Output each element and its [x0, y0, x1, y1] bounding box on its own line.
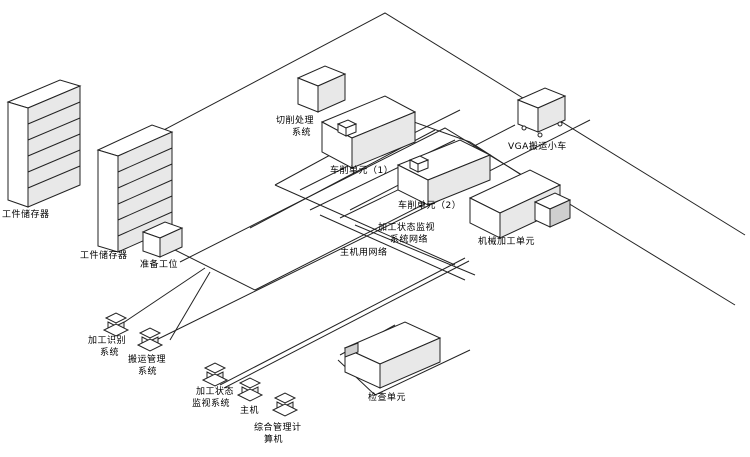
label-host: 主机: [240, 406, 260, 416]
label-cutting-system-2: 系统: [292, 128, 312, 138]
label-turning-unit-2: 车削单元（2）: [398, 201, 462, 211]
cutting-system-box: [296, 65, 347, 113]
label-transport-mgmt-1: 搬运管理: [128, 355, 167, 365]
label-workpiece-storage-mid: 工件储存器: [80, 251, 128, 261]
storage-shelf-mid: [96, 124, 174, 253]
vga-cart-box: [516, 87, 567, 138]
terminal-host: [236, 377, 264, 402]
prep-station-box: [141, 221, 184, 258]
label-host-network: 主机用网络: [340, 248, 388, 258]
label-identification-2: 系统: [100, 348, 120, 358]
label-monitor-network-2: 系统网络: [390, 235, 429, 245]
label-monitor-system-2: 监视系统: [192, 399, 231, 409]
turning-unit-1-box: [320, 95, 417, 169]
turning-unit-2-box: [396, 139, 492, 206]
label-workpiece-storage-left: 工件储存器: [2, 210, 50, 220]
label-integrated-mgmt-1: 综合管理计: [254, 423, 302, 433]
label-transport-mgmt-2: 系统: [138, 367, 158, 377]
terminal-identification: [102, 312, 130, 337]
label-cutting-system-1: 切削处理: [276, 116, 315, 126]
storage-shelf-left: [6, 79, 82, 208]
label-inspection-unit: 检查单元: [368, 393, 407, 403]
label-monitor-network-1: 加工状态监视: [378, 223, 436, 233]
label-prep-station: 准备工位: [140, 260, 179, 270]
label-integrated-mgmt-2: 算机: [264, 435, 284, 445]
label-turning-unit-1: 车削单元（1）: [330, 166, 394, 176]
terminal-integrated: [271, 392, 299, 417]
label-machining-unit: 机械加工单元: [478, 237, 536, 247]
machining-unit-box: [468, 169, 572, 239]
label-monitor-system-1: 加工状态: [196, 387, 235, 397]
label-identification-1: 加工识别: [88, 336, 127, 346]
inspection-unit-box: [343, 321, 442, 389]
terminal-transport: [136, 327, 164, 352]
label-vga-cart: VGA搬运小车: [508, 142, 567, 152]
terminal-monitor: [201, 362, 229, 387]
